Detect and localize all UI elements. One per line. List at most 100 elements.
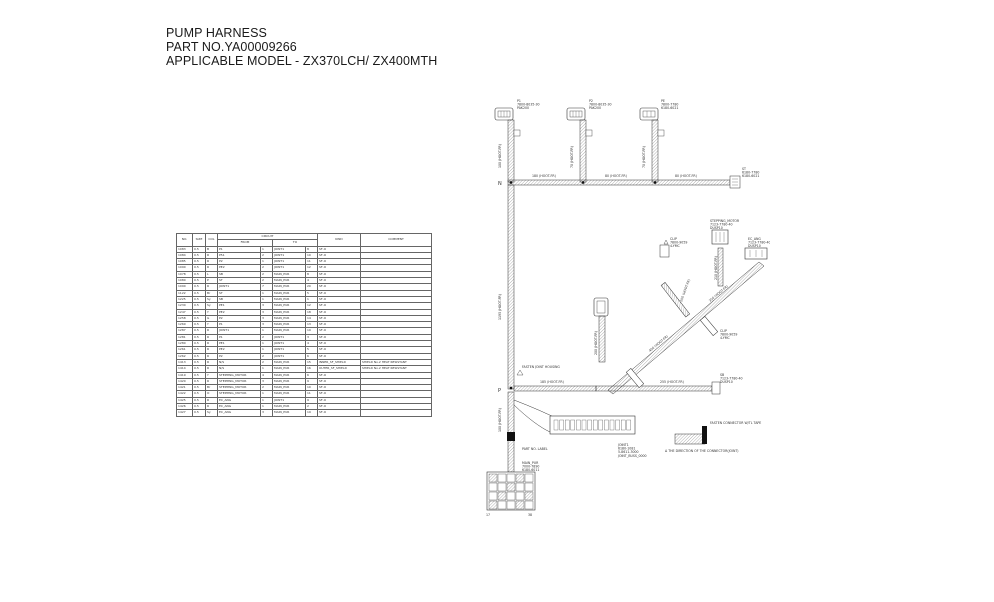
table-cell: [360, 308, 432, 316]
segment-h-mid1: [513, 385, 597, 392]
table-cell: [360, 409, 432, 417]
part-number: PART NO.YA00009266: [166, 40, 297, 54]
table-cell: SHIELD No.2 HEAT RESISTANT: [360, 365, 432, 373]
main-pin: [515, 473, 525, 483]
col-comment: COMMENT: [360, 233, 432, 247]
harness-diagram: 100 (HOOT-FR) 70 (HOOT-FR) 70 (HOOT-FR) …: [486, 99, 770, 517]
joint-pin: [626, 419, 631, 431]
main-pin: [497, 491, 507, 501]
joint-pin: [559, 419, 564, 431]
joint-pin: [598, 419, 603, 431]
main-pin: [524, 482, 534, 492]
label-h-mid2: 255 (HOOT-FR): [660, 380, 684, 384]
segment-v-conn: [598, 315, 606, 363]
table-cell: Sy: [205, 409, 218, 417]
col-kind: KIND: [317, 233, 361, 247]
main-pin: [524, 473, 534, 483]
table-cell: [360, 333, 432, 342]
label-v-low: 100 (HOOT-FR): [498, 408, 502, 432]
segment-v-top2: [579, 119, 587, 183]
label-v-conn: 200 (HOOT-FR): [594, 331, 598, 355]
main-pin: [488, 491, 498, 501]
main-pin: [497, 500, 507, 510]
segment-v-main: [507, 184, 515, 390]
label-v-main: 1195 (HOOT-FR): [498, 294, 502, 320]
table-cell: [360, 371, 432, 379]
connector-clip-top: [659, 244, 670, 258]
table-cell: [360, 270, 432, 279]
pin-17: 17: [486, 513, 490, 517]
joint-connector: [549, 415, 636, 435]
connector-p2: [566, 107, 586, 121]
main-pin: [506, 500, 516, 510]
col-no: NO.: [176, 233, 193, 247]
table-cell: SHIELD No.2 HEAT RESISTANT: [360, 358, 432, 367]
connector-clip-side: [593, 297, 609, 317]
table-cell: [360, 402, 432, 411]
clamp-1: [699, 316, 719, 336]
segment-d2: [660, 282, 691, 318]
label-fasten-joint: FASTEN JOINT HOUSING: [522, 365, 560, 369]
joint-pin: [587, 419, 592, 431]
table-cell: [360, 396, 432, 405]
col-col: COL: [205, 233, 218, 247]
table-cell: [360, 289, 432, 297]
main-pin: [524, 500, 534, 510]
joint-pin: [553, 419, 559, 431]
fasten-connector: [674, 433, 706, 445]
label-h-mid1: 185 (HOOT-FR): [540, 380, 564, 384]
table-cell: 3: [260, 409, 273, 417]
label-d2: 200 (HOOT-FR): [679, 279, 691, 303]
node-p: P: [498, 388, 501, 394]
table-cell: [360, 251, 432, 260]
main-pin: [515, 482, 525, 492]
circuit-table: NO. SIZE COL CIRCUIT KIND COMMENT FROM T…: [176, 232, 432, 417]
table-cell: [360, 377, 432, 386]
label-part-no: PART NO. LABEL: [522, 447, 548, 451]
main-pin: [497, 473, 507, 483]
node-n: N: [498, 181, 502, 187]
table-cell: [360, 314, 432, 323]
label-v-top3: 70 (HOOT-FR): [642, 146, 646, 168]
label-fasten-conn: FASTEN CONNECTOR W/TL TAPE: [710, 421, 761, 425]
joint-pin: [570, 419, 575, 431]
main-pin: [524, 491, 534, 501]
segment-v-top3: [651, 119, 659, 183]
table-cell: [360, 352, 432, 360]
clamp-2: [625, 368, 645, 388]
applicable-model: APPLICABLE MODEL - ZX370LCH/ ZX400MTH: [166, 54, 438, 68]
main-pin: [515, 500, 525, 510]
main-connector: [486, 471, 536, 511]
joint-pin: [609, 419, 615, 431]
main-pin: [506, 473, 516, 483]
joint-pin: [621, 419, 626, 431]
